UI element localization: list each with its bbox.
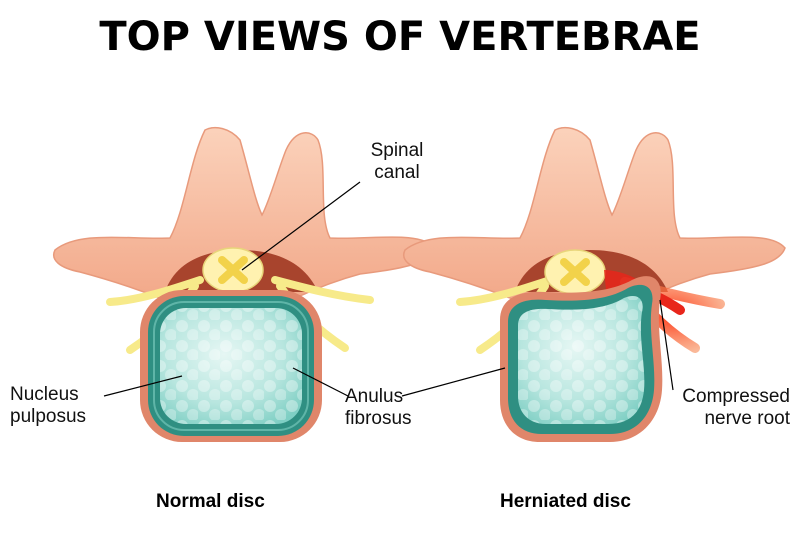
label-spinal-canal-line2: canal: [374, 162, 420, 183]
label-nucleus-line2: pulposus: [10, 406, 87, 427]
normal-cord-gray-matter: [218, 256, 248, 284]
leader-lines: [103, 181, 674, 397]
label-anulus-line2: fibrosus: [345, 408, 412, 429]
caption-normal-disc: Normal disc: [156, 491, 265, 512]
label-anulus-fibrosus: Anulus fibrosus: [345, 386, 412, 430]
diagram-title: TOP VIEWS OF VERTEBRAE: [99, 14, 701, 60]
label-spinal-canal: Spinal canal: [362, 140, 432, 184]
normal-vertebra: [53, 127, 436, 442]
label-compressed-line1: Compressed: [682, 386, 790, 407]
label-spinal-canal-line1: Spinal: [370, 140, 424, 161]
leader-spinal-canal: [241, 181, 361, 271]
label-nucleus-line1: Nucleus: [10, 384, 79, 405]
herniated-vertebra: [403, 127, 786, 442]
leader-nucleus-pulposus: [103, 375, 183, 397]
label-anulus-line1: Anulus: [345, 386, 404, 407]
leader-compressed-nerve: [659, 299, 674, 391]
leader-anulus-herniated: [401, 367, 506, 397]
label-compressed-nerve-root: Compressed nerve root: [668, 386, 790, 430]
herniated-cord-gray-matter: [560, 258, 590, 286]
leader-anulus-normal: [292, 367, 349, 397]
caption-herniated-disc: Herniated disc: [500, 491, 631, 512]
label-nucleus-pulposus: Nucleus pulposus: [10, 384, 86, 428]
label-compressed-line2: nerve root: [704, 408, 790, 429]
